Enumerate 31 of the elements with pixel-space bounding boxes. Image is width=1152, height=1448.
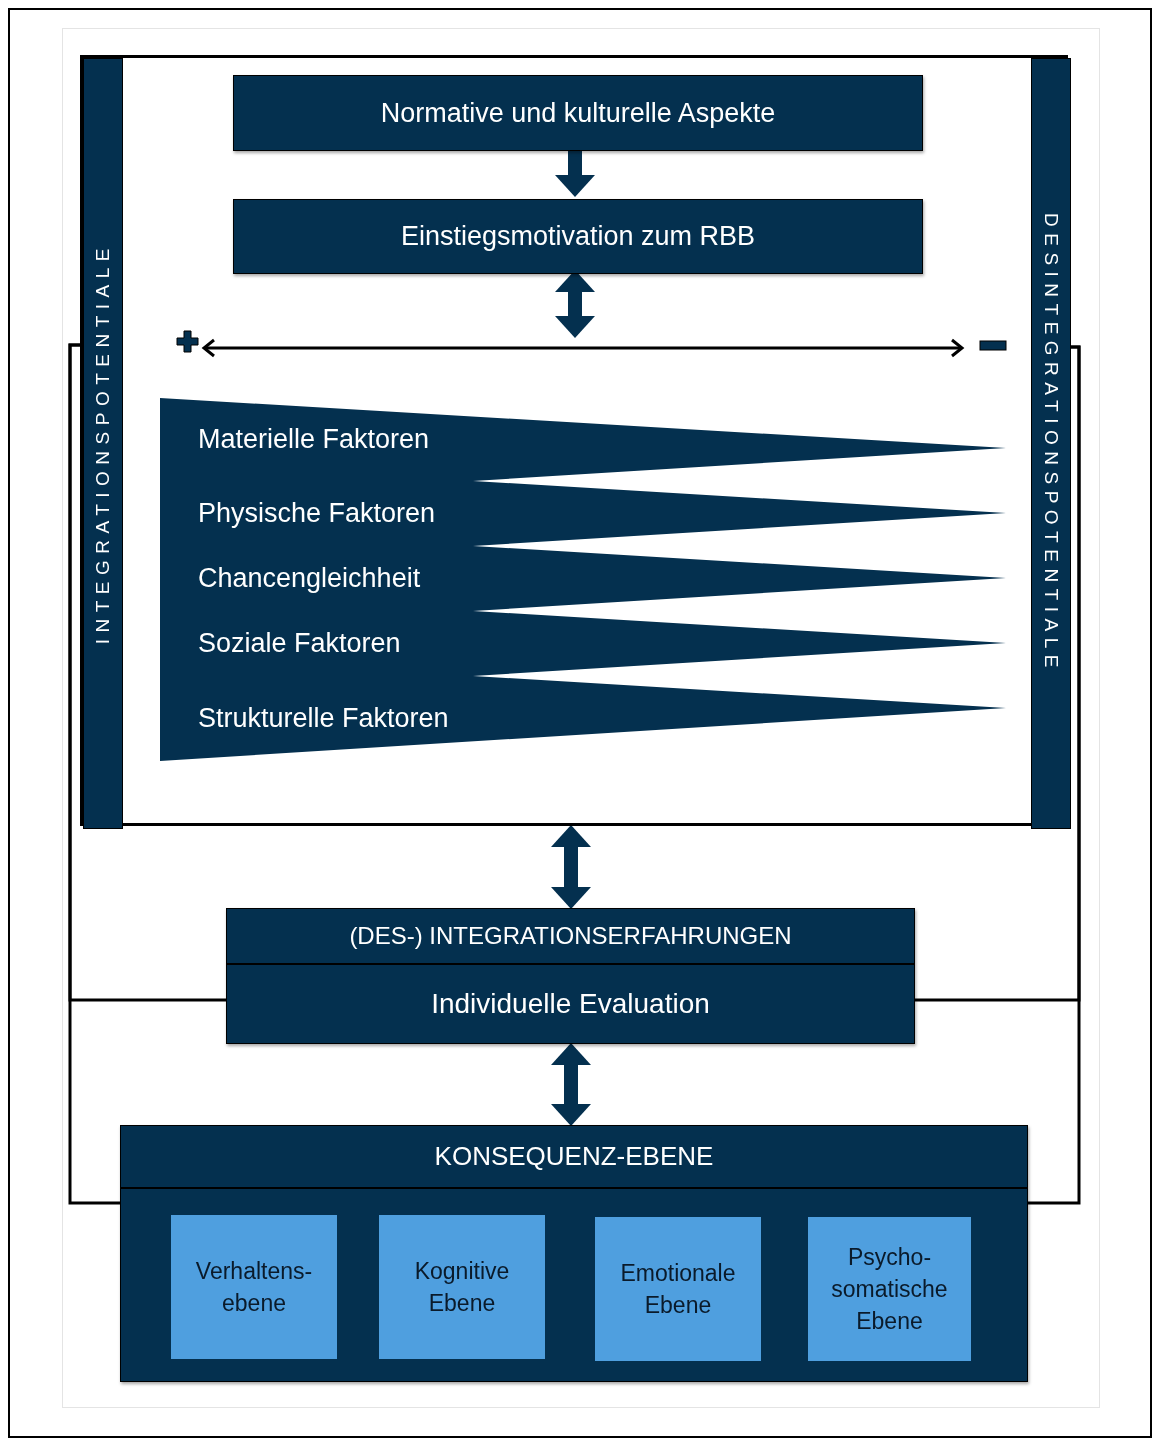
frame-box [80,55,1068,826]
wedge-label: Physische Faktoren [198,498,436,529]
wedge-label: Chancengleichheit [198,563,421,594]
sub-box [169,1213,339,1361]
process-box [233,75,923,151]
side-bar [1031,58,1071,829]
box-label: Einstiegsmotivation zum RBB [400,221,756,252]
sub-box [806,1215,973,1363]
header-band: KONSEQUENZ-EBENE [121,1126,1027,1189]
block-arrow [551,825,591,909]
container-box [120,1125,1028,1382]
connector-line [1028,345,1081,1205]
connector-line [68,343,120,1205]
box-label: Normative und kulturelle Aspekte [380,97,776,129]
side-bar [83,58,123,829]
sub-box [377,1213,547,1361]
process-box [226,908,915,1044]
box-label: Emotionale Ebene [619,1258,737,1320]
box-label: Individuelle Evaluation [430,987,711,1021]
process-box [233,199,923,274]
box-label: Kognitive Ebene [413,1256,511,1318]
block-arrow [551,1043,591,1126]
box-label: Psycho- somatische Ebene [830,1242,949,1337]
sub-box [593,1215,763,1363]
header-band: (DES-) INTEGRATIONSERFAHRUNGEN [227,909,914,965]
wedge-label: Soziale Faktoren [198,628,401,659]
vertical-label: DESINTEGRATIONSPOTENTIALE [1040,213,1062,674]
wedge-label: Strukturelle Faktoren [198,703,449,734]
wedge-label: Materielle Faktoren [198,424,430,455]
vertical-label: INTEGRATIONSPOTENTIALE [92,242,114,645]
box-label: Verhaltens- ebene [194,1256,314,1318]
